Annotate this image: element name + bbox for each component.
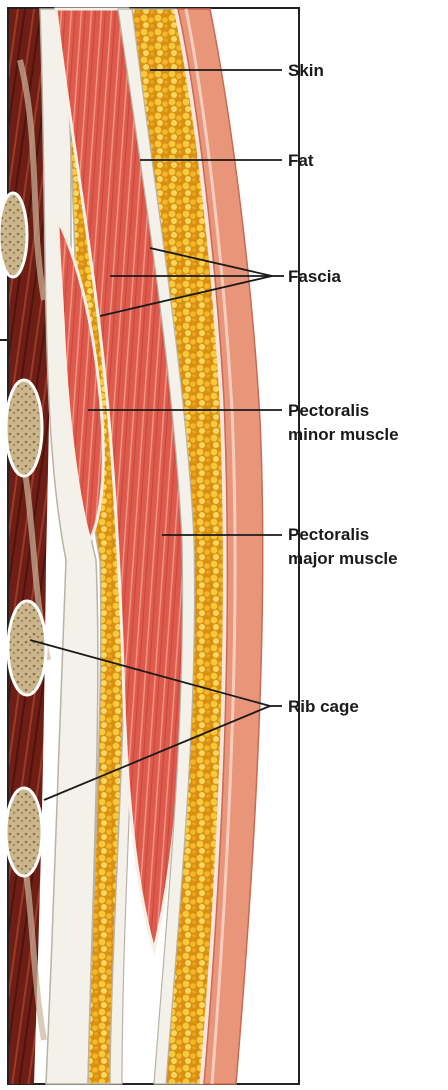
rib-bone — [6, 380, 42, 476]
pectoralis-major-label-line2: major muscle — [288, 549, 398, 568]
pectoralis-minor-label-line2: minor muscle — [288, 425, 399, 444]
fascia-label: Fascia — [288, 267, 341, 286]
skin-label: Skin — [288, 61, 324, 80]
rib-bone — [6, 788, 42, 876]
fat-label: Fat — [288, 151, 314, 170]
rib-bone — [0, 193, 27, 277]
rib-cage-label: Rib cage — [288, 697, 359, 716]
pectoralis-minor-label-line1: Pectoralis — [288, 401, 369, 420]
rib-bone — [8, 601, 46, 695]
pectoralis-major-label-line1: Pectoralis — [288, 525, 369, 544]
